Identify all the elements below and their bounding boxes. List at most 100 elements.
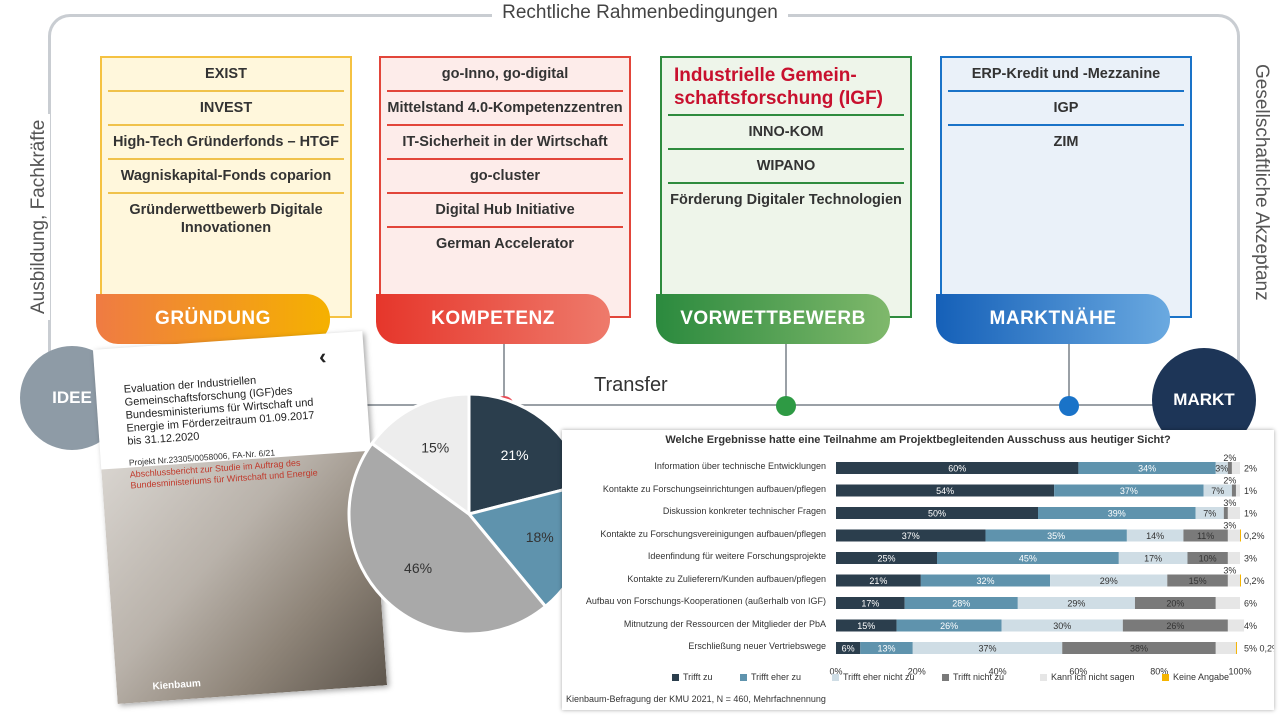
bar-segment: [1195, 507, 1224, 519]
bar-segment: [1240, 574, 1241, 587]
bar-value-label: 15%: [857, 621, 875, 631]
bar-segment: [1134, 597, 1216, 609]
divider: [668, 182, 904, 184]
category-label: Aufbau von Forschungs-Kooperationen (auß…: [585, 596, 826, 606]
bar-value-label: 30%: [1053, 621, 1071, 631]
category-label: Diskussion konkreter technischer Fragen: [662, 506, 826, 516]
x-tick-label: 40%: [989, 667, 1007, 677]
bar-value-label: 60%: [948, 464, 966, 474]
legend-label: Trifft nicht zu: [953, 672, 1005, 682]
bar-segment: [1227, 619, 1245, 632]
bar-segment: [1231, 462, 1240, 474]
divider: [668, 114, 904, 116]
bar-segment: [1038, 507, 1196, 519]
divider: [387, 158, 623, 160]
bar-value-label: 2%: [1223, 453, 1236, 463]
logo-chevron-icon: ‹: [318, 343, 328, 370]
header-title: Rechtliche Rahmenbedingungen: [0, 2, 1280, 24]
column-item: ZIM: [1053, 134, 1079, 150]
bar-value-label: 2%: [1223, 476, 1236, 486]
transfer-label: Transfer: [594, 374, 668, 396]
bar-value-label: 5% 0,2%: [1244, 644, 1274, 654]
bar-segment: [1240, 529, 1241, 542]
bar-segment: [1235, 642, 1237, 654]
bar-value-label: 38%: [1130, 644, 1148, 654]
legend-swatch: [1162, 673, 1169, 681]
bar-value-label: 3%: [1223, 498, 1236, 508]
column-item: Wagniskapital-Fonds coparion: [120, 168, 332, 184]
bar-value-label: 50%: [928, 509, 946, 519]
igf-headline: Industrielle Gemein-schaftsforschung (IG…: [674, 65, 884, 109]
bar-segment: [1203, 484, 1232, 497]
bar-value-label: 26%: [1166, 621, 1184, 631]
bar-segment: [920, 574, 1051, 587]
pie-slice-label: 18%: [526, 529, 554, 545]
bar-segment: [836, 529, 986, 542]
connector-marktnaehe: [1068, 344, 1070, 400]
divider: [948, 90, 1184, 92]
connector-vorwettbewerb: [785, 344, 787, 400]
bar-value-label: 29%: [1067, 599, 1085, 609]
legend-label: Trifft eher nicht zu: [843, 672, 915, 682]
column-item: German Accelerator: [435, 236, 575, 252]
divider: [108, 90, 344, 92]
bar-segment: [836, 642, 861, 654]
column-item: INNO-KOM: [748, 124, 824, 140]
bar-segment: [912, 642, 1063, 654]
bar-value-label: 10%: [1199, 554, 1217, 564]
transfer-line: [110, 404, 1170, 406]
column-item: IT-Sicherheit in der Wirtschaft: [402, 134, 608, 150]
column-item: EXIST: [205, 66, 247, 82]
bar-value-label: 3%: [1223, 521, 1236, 531]
legend-item: Trifft eher zu: [740, 672, 801, 682]
report-cover: ‹ Evaluation der Industriellen Gemeinsch…: [92, 331, 388, 704]
legend-label: Trifft zu: [683, 672, 713, 682]
bar-segment: [836, 574, 921, 587]
x-tick-label: 80%: [1150, 667, 1168, 677]
bar-segment: [836, 484, 1055, 497]
legend-label: Kann ich nicht sagen: [1051, 672, 1135, 682]
bar-segment: [985, 529, 1127, 542]
category-label: Kontakte zu Forschungsvereinigungen aufb…: [600, 528, 826, 539]
bar-value-label: 7%: [1211, 486, 1224, 496]
bar-value-label: 32%: [976, 576, 994, 586]
divider: [387, 192, 623, 194]
bar-value-label: 54%: [936, 486, 954, 496]
bar-segment: [1231, 484, 1236, 497]
pie-chart: 21%18%46%15%: [347, 392, 591, 636]
side-label-left: Ausbildung, Fachkräfte: [28, 113, 50, 320]
bar-segment: [1227, 574, 1240, 587]
pie-slice-label: 15%: [421, 440, 449, 456]
column-item: WIPANO: [756, 158, 816, 174]
bar-segment: [1215, 597, 1240, 609]
bar-value-label: 3%: [1215, 464, 1228, 474]
bar-chart: 60%34%3%2%2%54%37%7%2%1%50%39%7%3%1%37%3…: [829, 453, 1274, 677]
bar-segment: [937, 552, 1119, 564]
bar-value-label: 13%: [877, 644, 895, 654]
connector-kompetenz: [503, 344, 505, 400]
bar-segment: [860, 642, 913, 654]
bar-value-label: 37%: [1120, 486, 1138, 496]
bar-segment: [1227, 552, 1240, 564]
divider: [387, 226, 623, 228]
x-tick-label: 100%: [1228, 667, 1251, 677]
bar-value-label: 34%: [1138, 464, 1156, 474]
bar-value-label: 1%: [1244, 486, 1257, 496]
bar-segment: [1001, 619, 1123, 632]
column-item: go-cluster: [469, 168, 541, 184]
legend-item: Trifft nicht zu: [942, 672, 1004, 682]
pie-slice: [347, 441, 548, 636]
legend-label: Trifft eher zu: [751, 672, 802, 682]
bar-segment: [1122, 619, 1228, 632]
bar-segment: [1126, 529, 1184, 542]
divider: [387, 124, 623, 126]
transfer-dot-green: [776, 396, 796, 416]
column-gruendung: EXIST INVEST High-Tech Gründerfonds – HT…: [100, 56, 352, 318]
pie-slice-label: 46%: [404, 560, 432, 576]
x-tick-label: 0%: [829, 667, 842, 677]
category-label: Ideenfindung für weitere Forschungsproje…: [647, 551, 826, 561]
legend-item: Keine Angabe: [1162, 672, 1229, 682]
side-label-right: Gesellschaftliche Akzeptanz: [1250, 58, 1272, 307]
bar-value-label: 20%: [1166, 599, 1184, 609]
bar-segment: [1118, 552, 1188, 564]
